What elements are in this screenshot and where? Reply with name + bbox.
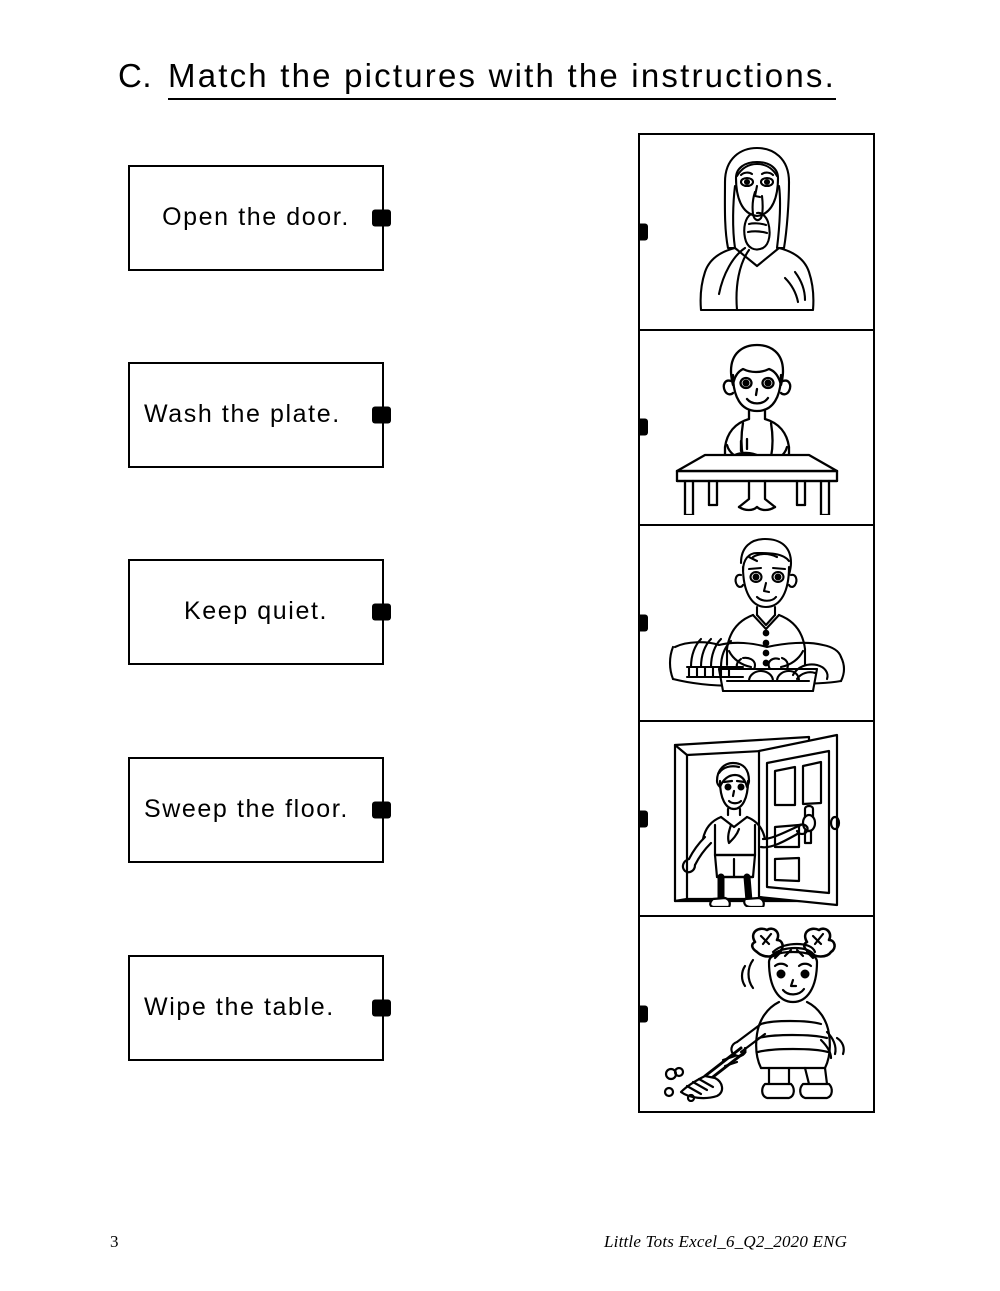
boy-washing-dishes-at-sink-icon	[668, 537, 845, 693]
woman-shushing-finger-to-lips-icon	[699, 146, 814, 311]
connector-dot-icon[interactable]	[372, 999, 391, 1017]
prompt-text: Keep quiet.	[183, 597, 329, 626]
connector-dot-icon[interactable]	[640, 418, 648, 436]
picture-cell-4[interactable]	[640, 722, 873, 918]
picture-cell-1[interactable]	[640, 135, 873, 331]
prompt-box-1[interactable]: Open the door.	[128, 165, 391, 271]
prompt-text: Wash the plate.	[144, 400, 341, 429]
picture-cell-5[interactable]	[640, 917, 873, 1111]
page-title: C. Match the pictures with the instructi…	[118, 57, 918, 105]
connector-dot-icon[interactable]	[640, 810, 648, 828]
picture-cell-3[interactable]	[640, 526, 873, 722]
connector-dot-icon[interactable]	[372, 209, 391, 227]
prompt-text: Open the door.	[162, 203, 350, 232]
connector-dot-icon[interactable]	[372, 406, 391, 424]
child-opening-door-icon	[673, 733, 840, 907]
picture-column	[638, 133, 875, 1113]
prompt-text: Sweep the floor.	[144, 795, 349, 824]
footer-note: Little Tots Excel_6_Q2_2020 ENG	[604, 1232, 848, 1251]
picture-cell-2[interactable]	[640, 331, 873, 527]
girl-sweeping-floor-with-broom-icon	[663, 927, 845, 1103]
page-number: 3	[110, 1232, 119, 1251]
exercise-label: C.	[118, 57, 152, 94]
instruction-heading: Match the pictures with the instructions…	[168, 57, 836, 100]
connector-dot-icon[interactable]	[372, 801, 391, 819]
connector-dot-icon[interactable]	[640, 614, 648, 632]
prompt-box-2[interactable]: Wash the plate.	[128, 362, 391, 468]
child-wiping-table-icon	[675, 344, 838, 516]
prompt-box-4[interactable]: Sweep the floor.	[128, 757, 391, 863]
footer: 3 Little Tots Excel_6_Q2_2020 ENG	[0, 1232, 1000, 1272]
connector-dot-icon[interactable]	[640, 1005, 648, 1023]
prompt-text: Wipe the table.	[144, 993, 335, 1022]
connector-dot-icon[interactable]	[640, 223, 648, 241]
prompt-box-3[interactable]: Keep quiet.	[128, 559, 391, 665]
prompt-box-5[interactable]: Wipe the table.	[128, 955, 391, 1061]
connector-dot-icon[interactable]	[372, 603, 391, 621]
